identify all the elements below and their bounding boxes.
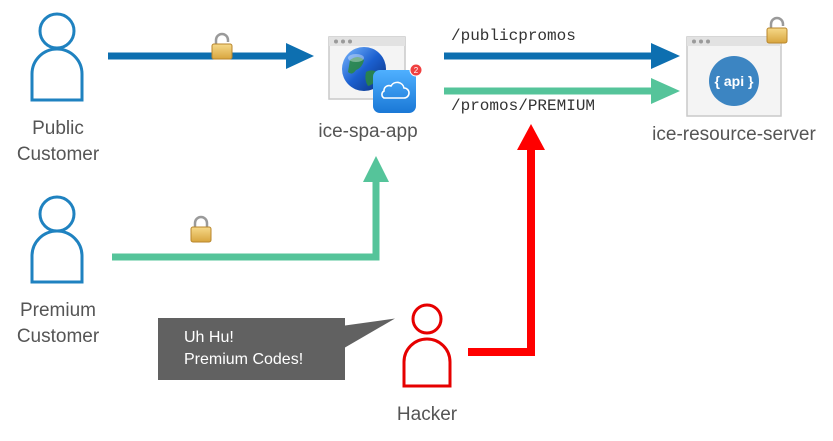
premium-customer-label-line2: Customer <box>16 326 100 347</box>
publicpromos-route-label: /publicpromos <box>451 27 576 45</box>
public-customer-icon <box>30 12 84 102</box>
speech-line2: Premium Codes! <box>184 351 304 368</box>
public-to-spa-arrow <box>108 43 314 69</box>
padlock-icon <box>190 215 212 243</box>
premium-customer-label: Premium Customer <box>8 298 108 350</box>
resource-server-label: ice-resource-server <box>652 124 816 145</box>
public-customer-label-line2: Customer <box>16 144 100 165</box>
speech-line1: Uh Hu! <box>184 329 234 346</box>
premium-customer-icon <box>30 195 84 284</box>
publicpromos-arrow <box>444 43 680 69</box>
padlock-icon <box>211 32 233 60</box>
notification-badge: 2 <box>409 63 423 77</box>
premium-to-spa-arrow <box>112 156 389 261</box>
public-customer-label: Public Customer <box>8 116 108 168</box>
svg-text:2: 2 <box>414 66 419 75</box>
spa-app-icon: 2 <box>328 36 423 113</box>
resource-server-icon: { api } <box>686 16 788 117</box>
api-icon-label: { api } <box>715 73 754 89</box>
premium-customer-label-line1: Premium <box>19 300 96 321</box>
hacker-attack-arrow <box>468 124 545 356</box>
speech-bubble: Uh Hu! Premium Codes! <box>158 318 345 380</box>
premium-promos-arrow <box>444 78 680 104</box>
hacker-label: Hacker <box>396 404 458 425</box>
cloud-app-icon <box>373 70 416 113</box>
public-customer-label-line1: Public <box>32 118 84 139</box>
hacker-icon <box>402 303 452 388</box>
padlock-icon <box>766 16 788 44</box>
spa-app-label: ice-spa-app <box>318 121 418 142</box>
premium-route-label: /promos/PREMIUM <box>451 97 596 115</box>
api-icon <box>709 56 759 106</box>
